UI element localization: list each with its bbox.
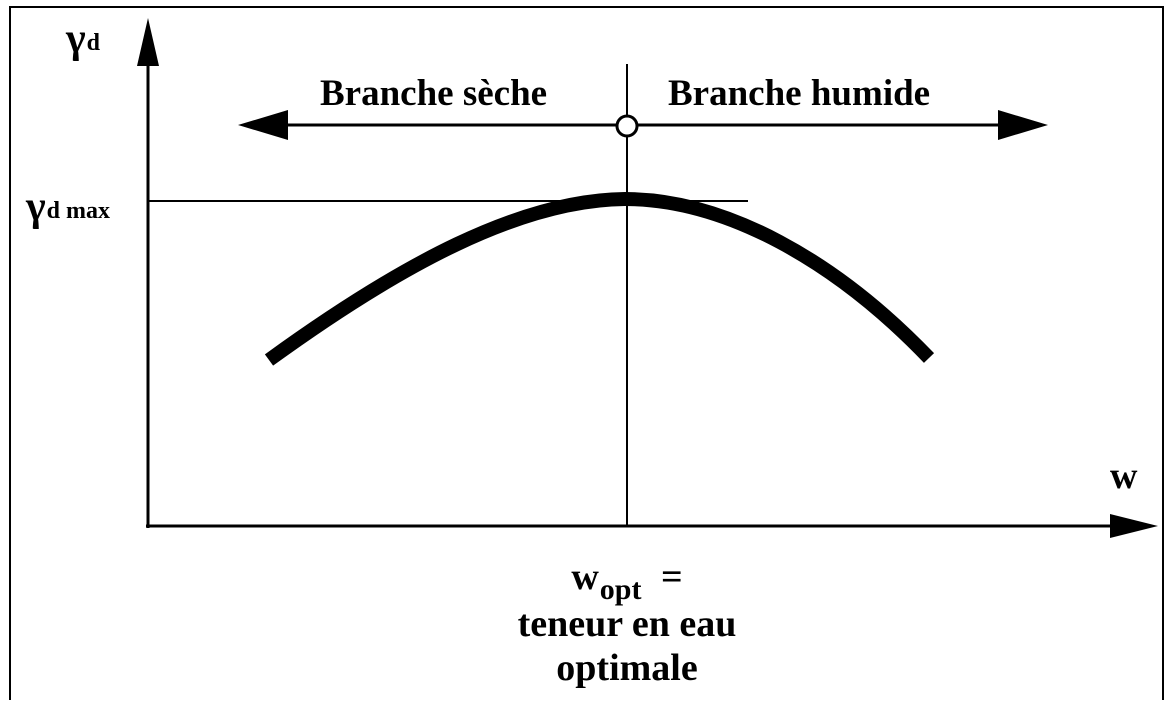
wopt-description-line1: teneur en eau	[517, 603, 737, 645]
optimum-marker	[615, 114, 639, 138]
wopt-description-line2: optimale	[556, 647, 698, 689]
x-axis-label: w	[1110, 455, 1138, 497]
gamma-dmax-symbol: γ	[26, 184, 46, 230]
x-axis-arrowhead	[1110, 514, 1158, 538]
wet-branch-label: Branche humide	[668, 73, 931, 114]
wopt-symbol: w	[571, 556, 599, 598]
y-axis-symbol: γ	[66, 16, 86, 62]
wopt-formula: wopt =	[427, 555, 827, 606]
y-axis-subscript: d	[86, 30, 101, 56]
wopt-equals: =	[660, 556, 683, 598]
dry-branch-label: Branche sèche	[320, 73, 548, 114]
wopt-subscript: opt	[599, 573, 642, 606]
gamma-dmax-label: γd max	[26, 186, 110, 234]
wopt-label: wopt = teneur en eau optimale	[427, 555, 827, 690]
wet-branch-arrowhead	[998, 110, 1048, 140]
y-axis-arrowhead	[137, 18, 159, 66]
y-axis-label: γd	[66, 18, 100, 66]
dry-branch-arrowhead	[238, 110, 288, 140]
compaction-curve	[264, 191, 935, 366]
diagram-frame	[9, 6, 1164, 700]
gamma-dmax-subscript: d max	[46, 198, 110, 224]
